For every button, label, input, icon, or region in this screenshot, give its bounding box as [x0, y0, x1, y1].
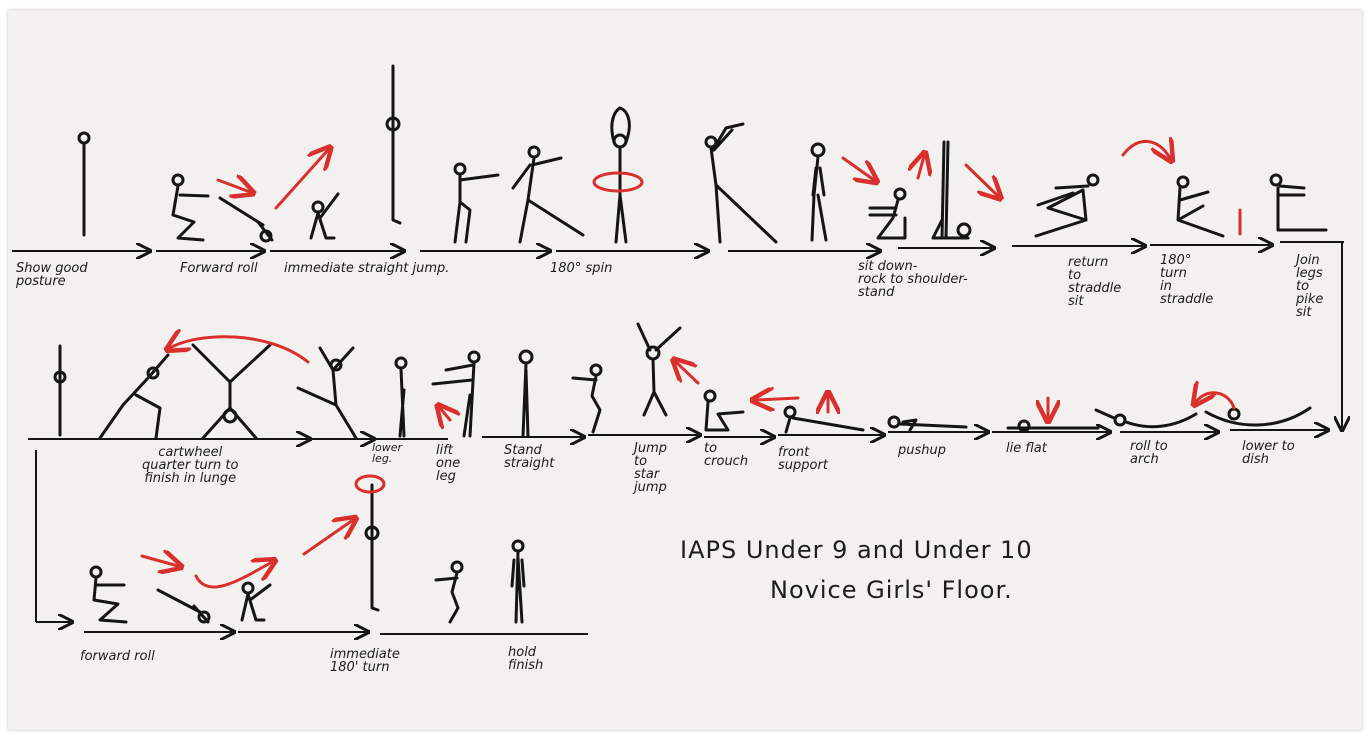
figure-show-good-posture — [79, 133, 89, 235]
figure-cartwheel — [100, 345, 356, 438]
row3-timeline — [84, 632, 588, 634]
figure-lift-leg — [433, 352, 479, 436]
title-line-2: Novice Girls' Floor. — [770, 576, 1013, 604]
figure-lower-leg — [396, 358, 406, 436]
figure-straddle-turn — [1178, 177, 1223, 236]
row3-red-arrows — [142, 476, 384, 587]
label-hold-finish: hold finish — [508, 646, 543, 672]
figure-roll-to-arch — [1096, 410, 1196, 427]
figure-spin-prep-2 — [513, 147, 583, 242]
routine-diagram — [8, 10, 1362, 730]
label-180-turn-straddle: 180° turn in straddle — [1160, 254, 1213, 306]
figure-forward-roll-1 — [173, 175, 272, 241]
figure-pushup — [889, 417, 966, 430]
label-pushup: pushup — [898, 444, 946, 457]
label-forward-roll-2: forward roll — [80, 650, 155, 663]
figure-star-jump — [638, 324, 680, 415]
figure-forward-roll-2 — [91, 567, 270, 622]
label-return-to-straddle-sit: return to straddle sit — [1068, 256, 1121, 308]
paper-sheet: Show good posture Forward roll immediate… — [8, 10, 1362, 730]
label-immediate-180-turn: immediate 180' turn — [330, 648, 400, 674]
figure-cartwheel-start — [55, 346, 65, 435]
figure-straight-jump — [387, 66, 400, 223]
figure-straddle-sit — [1036, 175, 1098, 236]
figure-sit-down — [870, 189, 905, 238]
figure-to-crouch — [705, 391, 743, 430]
figure-hold-finish — [512, 541, 524, 622]
label-cartwheel: cartwheel quarter turn to finish in lung… — [142, 446, 238, 485]
label-stand-straight: Stand straight — [504, 444, 554, 470]
figure-lie-flat — [1008, 421, 1098, 431]
label-to-crouch: to crouch — [704, 442, 748, 468]
label-lie-flat: lie flat — [1006, 442, 1047, 455]
figure-land-crouch — [436, 562, 462, 622]
label-jump-to-star-jump: Jump to star jump — [634, 442, 667, 494]
label-lower-leg: lower leg. — [372, 442, 402, 464]
title-line-1: IAPS Under 9 and Under 10 — [680, 536, 1033, 564]
figure-stand-straight — [520, 351, 532, 436]
label-immediate-straight-jump: immediate straight jump. — [284, 262, 449, 275]
label-lift-one-leg: lift one leg — [436, 444, 460, 483]
figure-crouch-2 — [573, 365, 601, 432]
figure-arms-up — [706, 124, 776, 242]
row2-red-arrows — [170, 337, 1234, 420]
figure-lower-to-dish — [1206, 408, 1310, 425]
label-roll-to-arch: roll to arch — [1130, 440, 1168, 466]
label-forward-roll: Forward roll — [180, 262, 258, 275]
label-show-good-posture: Show good posture — [16, 262, 88, 288]
label-join-legs-pike-sit: Join legs to pike sit — [1296, 254, 1323, 319]
label-180-spin: 180° spin — [550, 262, 612, 275]
figure-stand — [812, 144, 826, 240]
figure-pike-sit — [1271, 175, 1326, 230]
label-sit-down-shoulder-stand: sit down- rock to shoulder- stand — [858, 260, 968, 299]
figure-crouch-jump — [311, 194, 338, 238]
figure-shoulder-stand — [933, 142, 970, 238]
figure-front-support — [785, 407, 863, 432]
label-lower-to-dish: lower to dish — [1242, 440, 1295, 466]
figure-180-turn — [366, 485, 378, 610]
label-front-support: front support — [778, 446, 828, 472]
figure-spin-prep-1 — [455, 164, 498, 242]
